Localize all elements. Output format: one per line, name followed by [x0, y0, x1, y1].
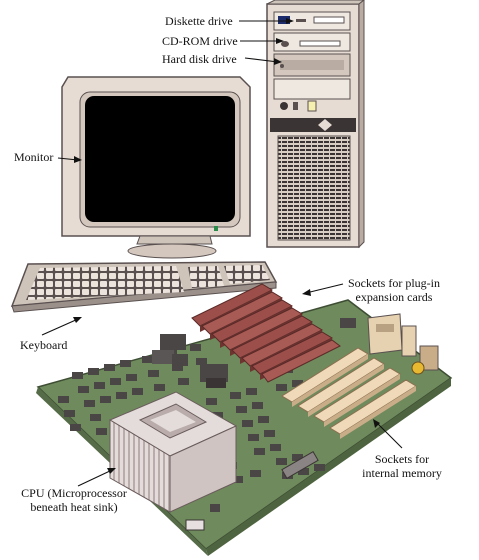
motherboard: [36, 284, 451, 556]
power-panel: [280, 101, 316, 111]
label-cdrom-drive: CD-ROM drive: [162, 34, 238, 48]
label-monitor: Monitor: [14, 150, 53, 164]
chip-large: [160, 334, 186, 350]
hard-disk-drive: [274, 54, 350, 76]
label-keyboard: Keyboard: [20, 338, 67, 352]
monitor-screen: [85, 96, 235, 222]
label-diskette-drive: Diskette drive: [165, 14, 233, 28]
label-hard-disk-drive: Hard disk drive: [162, 52, 237, 66]
label-sockets-internal-memory: Sockets for internal memory: [350, 452, 454, 480]
label-cpu: CPU (Microprocessor beneath heat sink): [10, 486, 138, 514]
monitor: [62, 77, 250, 258]
label-sockets-plugin-cards: Sockets for plug-in expansion cards: [338, 276, 450, 304]
tower-case: [267, 0, 364, 247]
cdrom-drive: [274, 33, 350, 51]
